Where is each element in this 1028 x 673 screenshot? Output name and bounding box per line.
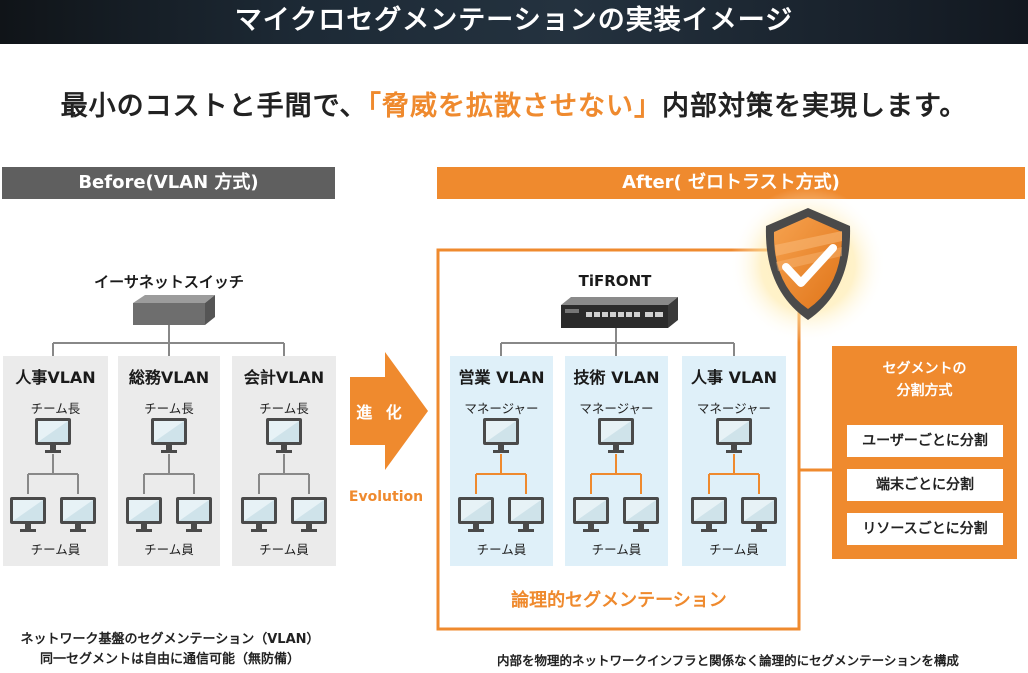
segment-by-device: 端末ごとに分割 xyxy=(847,469,1003,501)
after-device-links xyxy=(500,328,735,358)
segment-by-resource: リソースごとに分割 xyxy=(847,513,1003,545)
before-members-label-3: チーム員 xyxy=(259,542,309,557)
before-vlan-title-2: 総務VLAN xyxy=(128,368,210,387)
segment-by-user: ユーザーごとに分割 xyxy=(847,425,1003,457)
before-caption-line2: 同一セグメントは自由に通信可能（無防備） xyxy=(39,652,300,667)
after-vlan-title-1: 営業 VLAN xyxy=(458,368,545,387)
before-members-label-2: チーム員 xyxy=(144,542,194,557)
ethernet-switch-icon xyxy=(133,295,215,325)
segmentation-title-line2: 分割方式 xyxy=(896,383,953,399)
before-vlan-title-1: 人事VLAN xyxy=(15,368,96,387)
after-header: After( ゼロトラスト方式) xyxy=(437,167,1025,199)
switch-label: イーサネットスイッチ xyxy=(94,273,244,291)
after-leader-label-3: マネージャー xyxy=(696,401,772,416)
evolution-label-en: Evolution xyxy=(348,489,424,505)
tifront-label: TiFRONT xyxy=(578,272,652,290)
before-switch-links xyxy=(52,325,285,360)
after-vlan-title-3: 人事 VLAN xyxy=(691,368,777,387)
segmentation-title-line1: セグメントの xyxy=(882,361,967,377)
segmentation-methods-title: セグメントの 分割方式 xyxy=(832,358,1017,402)
headline-pre: 最小のコストと手間で、 xyxy=(60,91,368,122)
before-vlan-title-3: 会計VLAN xyxy=(243,368,325,387)
before-leader-label-3: チーム長 xyxy=(259,401,309,416)
after-members-label-3: チーム員 xyxy=(709,542,759,557)
evolution-label-ja: 進 化 xyxy=(356,403,406,422)
logical-segmentation-label: 論理的セグメンテーション xyxy=(511,590,727,611)
banner-title: マイクロセグメンテーションの実装イメージ xyxy=(234,5,794,36)
before-members-label-1: チーム員 xyxy=(30,542,81,557)
zero-trust-frame xyxy=(436,248,801,631)
after-leader-label-1: マネージャー xyxy=(464,401,539,416)
after-vlan-title-2: 技術 VLAN xyxy=(573,368,660,387)
before-leader-label-1: チーム長 xyxy=(30,401,81,416)
after-members-label-2: チーム員 xyxy=(591,542,642,557)
after-members-label-1: チーム員 xyxy=(476,542,527,557)
before-caption-line1: ネットワーク基盤のセグメンテーション（VLAN） xyxy=(20,632,320,647)
before-leader-label-2: チーム長 xyxy=(144,401,194,416)
title-banner xyxy=(0,0,1028,44)
before-header: Before(VLAN 方式) xyxy=(2,167,335,199)
segmentation-methods-panel: セグメントの 分割方式 ユーザーごとに分割 端末ごとに分割 リソースごとに分割 xyxy=(832,346,1017,559)
after-leader-label-2: マネージャー xyxy=(579,401,654,416)
evolution-arrow xyxy=(350,352,428,470)
tifront-device-icon xyxy=(561,297,678,328)
headline-post: 内部対策を実現します。 xyxy=(662,91,968,122)
headline: 最小のコストと手間で、「脅威を拡散させない」内部対策を実現します。 xyxy=(0,84,1028,123)
after-caption: 内部を物理的ネットワークインフラと関係なく論理的にセグメンテーションを構成 xyxy=(497,653,959,668)
headline-emphasis: 「脅威を拡散させない」 xyxy=(367,91,663,122)
shield-check-icon xyxy=(730,187,886,343)
